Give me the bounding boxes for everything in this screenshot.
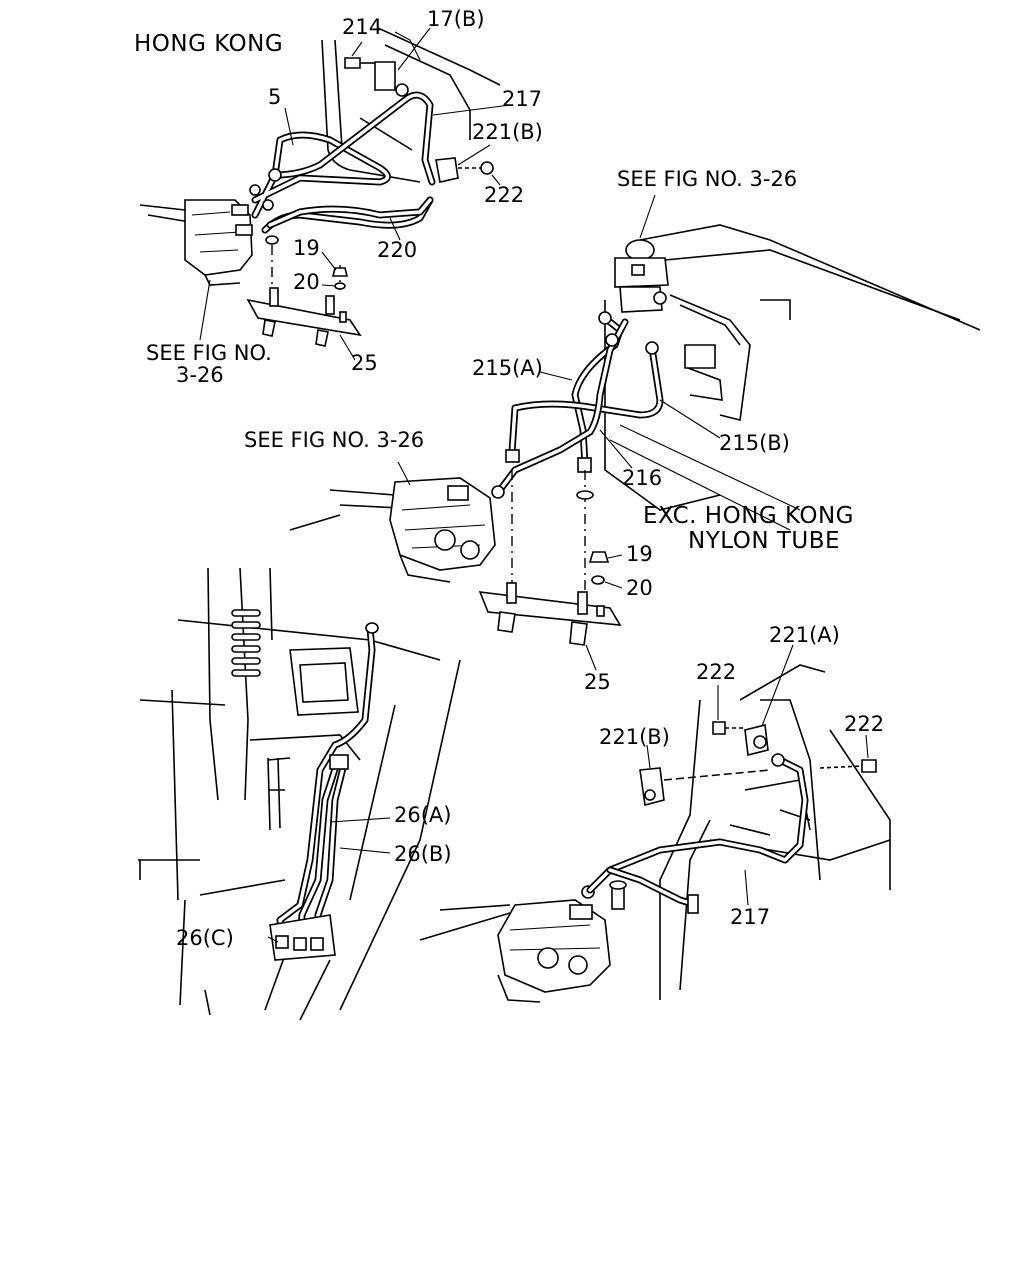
mounting-bracket-top	[246, 245, 362, 347]
part-label-5: 5	[268, 85, 282, 109]
reference-see-fig-left-line1: SEE FIG NO.	[146, 341, 272, 365]
mounting-bracket-middle	[478, 582, 622, 646]
master-cylinder-middle	[289, 477, 505, 583]
exc-hong-kong-assembly	[289, 194, 981, 671]
part-label-19-middle: 19	[626, 542, 653, 566]
hong-kong-assembly	[139, 27, 511, 361]
part-label-26a: 26(A)	[394, 803, 452, 827]
reference-see-fig-left-line2: 3-26	[176, 363, 224, 387]
part-label-215b: 215(B)	[719, 431, 790, 455]
part-label-217-bottom: 217	[730, 905, 771, 929]
label-nylon-tube: NYLON TUBE	[688, 528, 841, 554]
tube-routing-26	[138, 567, 461, 1021]
part-label-25-top: 25	[351, 351, 378, 375]
reference-see-fig-middle: SEE FIG NO. 3-26	[244, 428, 425, 452]
part-label-220: 220	[377, 238, 418, 262]
proportioning-valve	[614, 239, 669, 313]
part-label-20-middle: 20	[626, 576, 653, 600]
part-label-221b-top: 221(B)	[472, 120, 543, 144]
part-label-217-top: 217	[502, 87, 543, 111]
part-label-26b: 26(B)	[394, 842, 452, 866]
part-label-222-left: 222	[696, 660, 737, 684]
part-label-221a: 221(A)	[769, 623, 840, 647]
part-label-222-right: 222	[844, 712, 885, 736]
part-label-20-top: 20	[293, 270, 320, 294]
vent-slots	[231, 609, 261, 677]
region-label-hong-kong: HONG KONG	[134, 31, 284, 57]
part-label-215a: 215(A)	[472, 356, 543, 380]
part-label-216: 216	[622, 466, 663, 490]
part-label-17b: 17(B)	[427, 7, 485, 31]
master-cylinder-bottom	[497, 885, 611, 1003]
master-cylinder-top	[139, 199, 253, 286]
part-label-25-middle: 25	[584, 670, 611, 694]
rear-line-217	[419, 644, 891, 1003]
part-label-26c: 26(C)	[176, 926, 234, 950]
region-label-exc-hong-kong: EXC. HONG KONG	[643, 503, 854, 529]
part-label-222-top: 222	[484, 183, 525, 207]
part-label-221b-bottom: 221(B)	[599, 725, 670, 749]
reference-see-fig-top: SEE FIG NO. 3-26	[617, 167, 798, 191]
part-label-19-top: 19	[293, 236, 320, 260]
part-label-214: 214	[342, 15, 383, 39]
